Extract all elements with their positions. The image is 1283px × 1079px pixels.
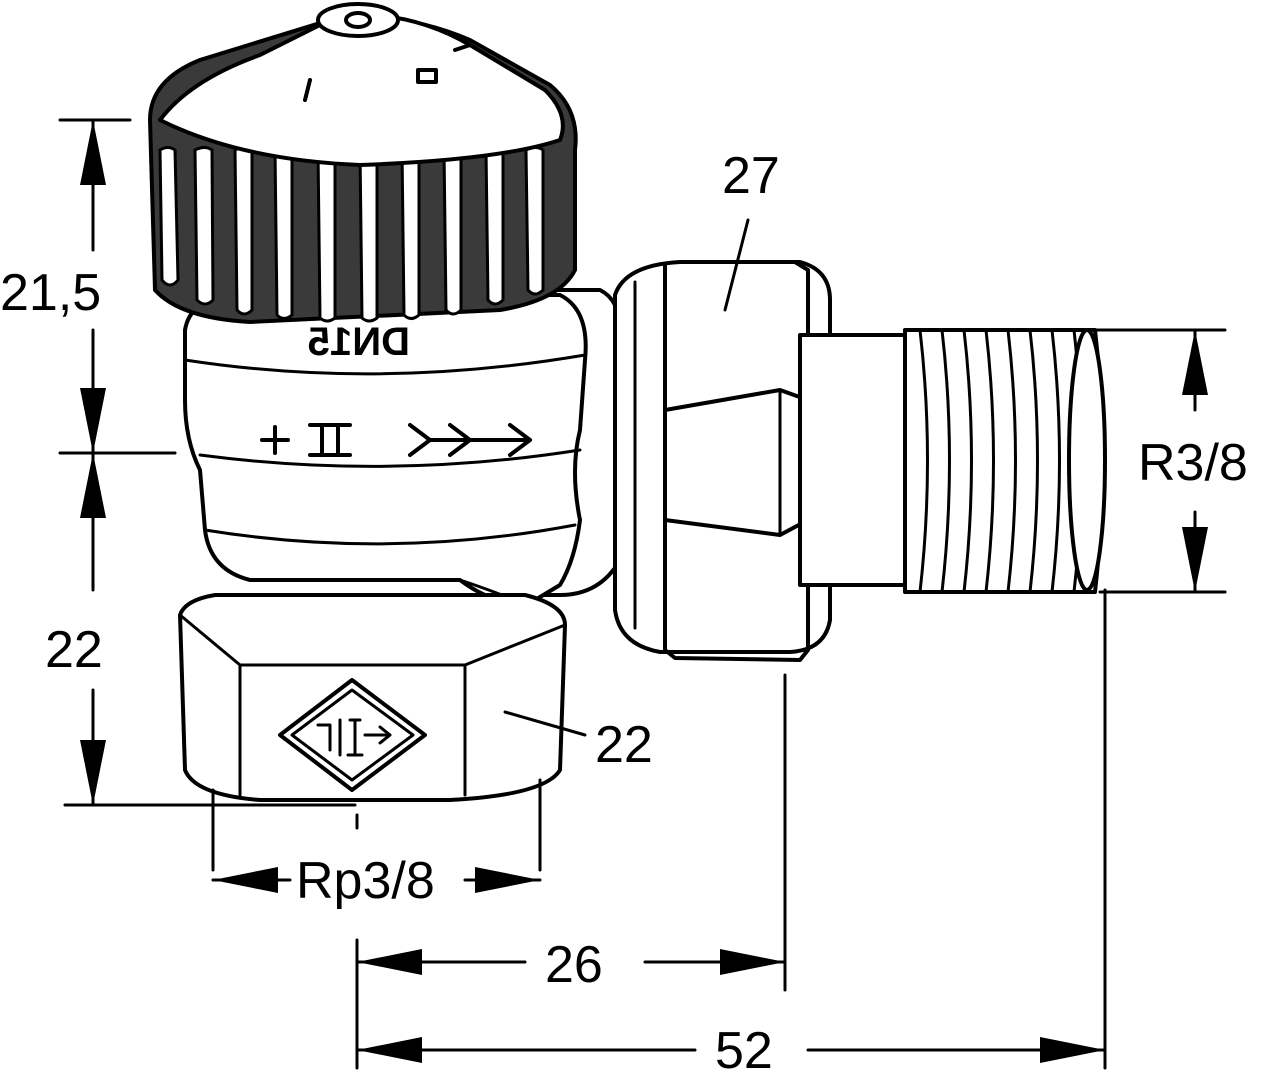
dim-axis-to-nut bbox=[355, 949, 787, 975]
dim-inlet-thread bbox=[211, 867, 542, 893]
label-inlet-thread: Rp3/8 bbox=[296, 852, 435, 910]
dim-axis-to-end bbox=[355, 1037, 1107, 1063]
label-axis-to-end: 52 bbox=[715, 1022, 773, 1079]
dim-body-height bbox=[80, 451, 106, 807]
label-body-height: 22 bbox=[45, 621, 103, 679]
label-axis-to-nut: 26 bbox=[545, 936, 603, 994]
dim-outlet-thread bbox=[1182, 328, 1208, 594]
dimension-labels: 21,5 22 27 22 R3/8 Rp3/8 26 52 bbox=[0, 147, 1248, 1079]
label-knob-height: 21,5 bbox=[0, 264, 101, 322]
label-outlet-thread: R3/8 bbox=[1138, 434, 1248, 492]
leader-outlet-nut bbox=[723, 218, 750, 312]
manufacturer-logo-icon bbox=[278, 678, 427, 792]
label-inlet-nut-width: 22 bbox=[595, 716, 653, 774]
handwheel-knob bbox=[147, 2, 578, 325]
dn15-marking: DN15 bbox=[308, 320, 410, 364]
threaded-tailpiece bbox=[798, 328, 1107, 594]
valve-body bbox=[178, 288, 622, 802]
outlet-union-nut bbox=[613, 260, 832, 662]
leader-inlet-nut bbox=[503, 710, 587, 737]
dim-knob-height bbox=[80, 118, 106, 455]
dimension-lines bbox=[58, 118, 1227, 1070]
body-markings: DN15 bbox=[260, 320, 532, 792]
label-outlet-nut-width: 27 bbox=[722, 147, 780, 205]
